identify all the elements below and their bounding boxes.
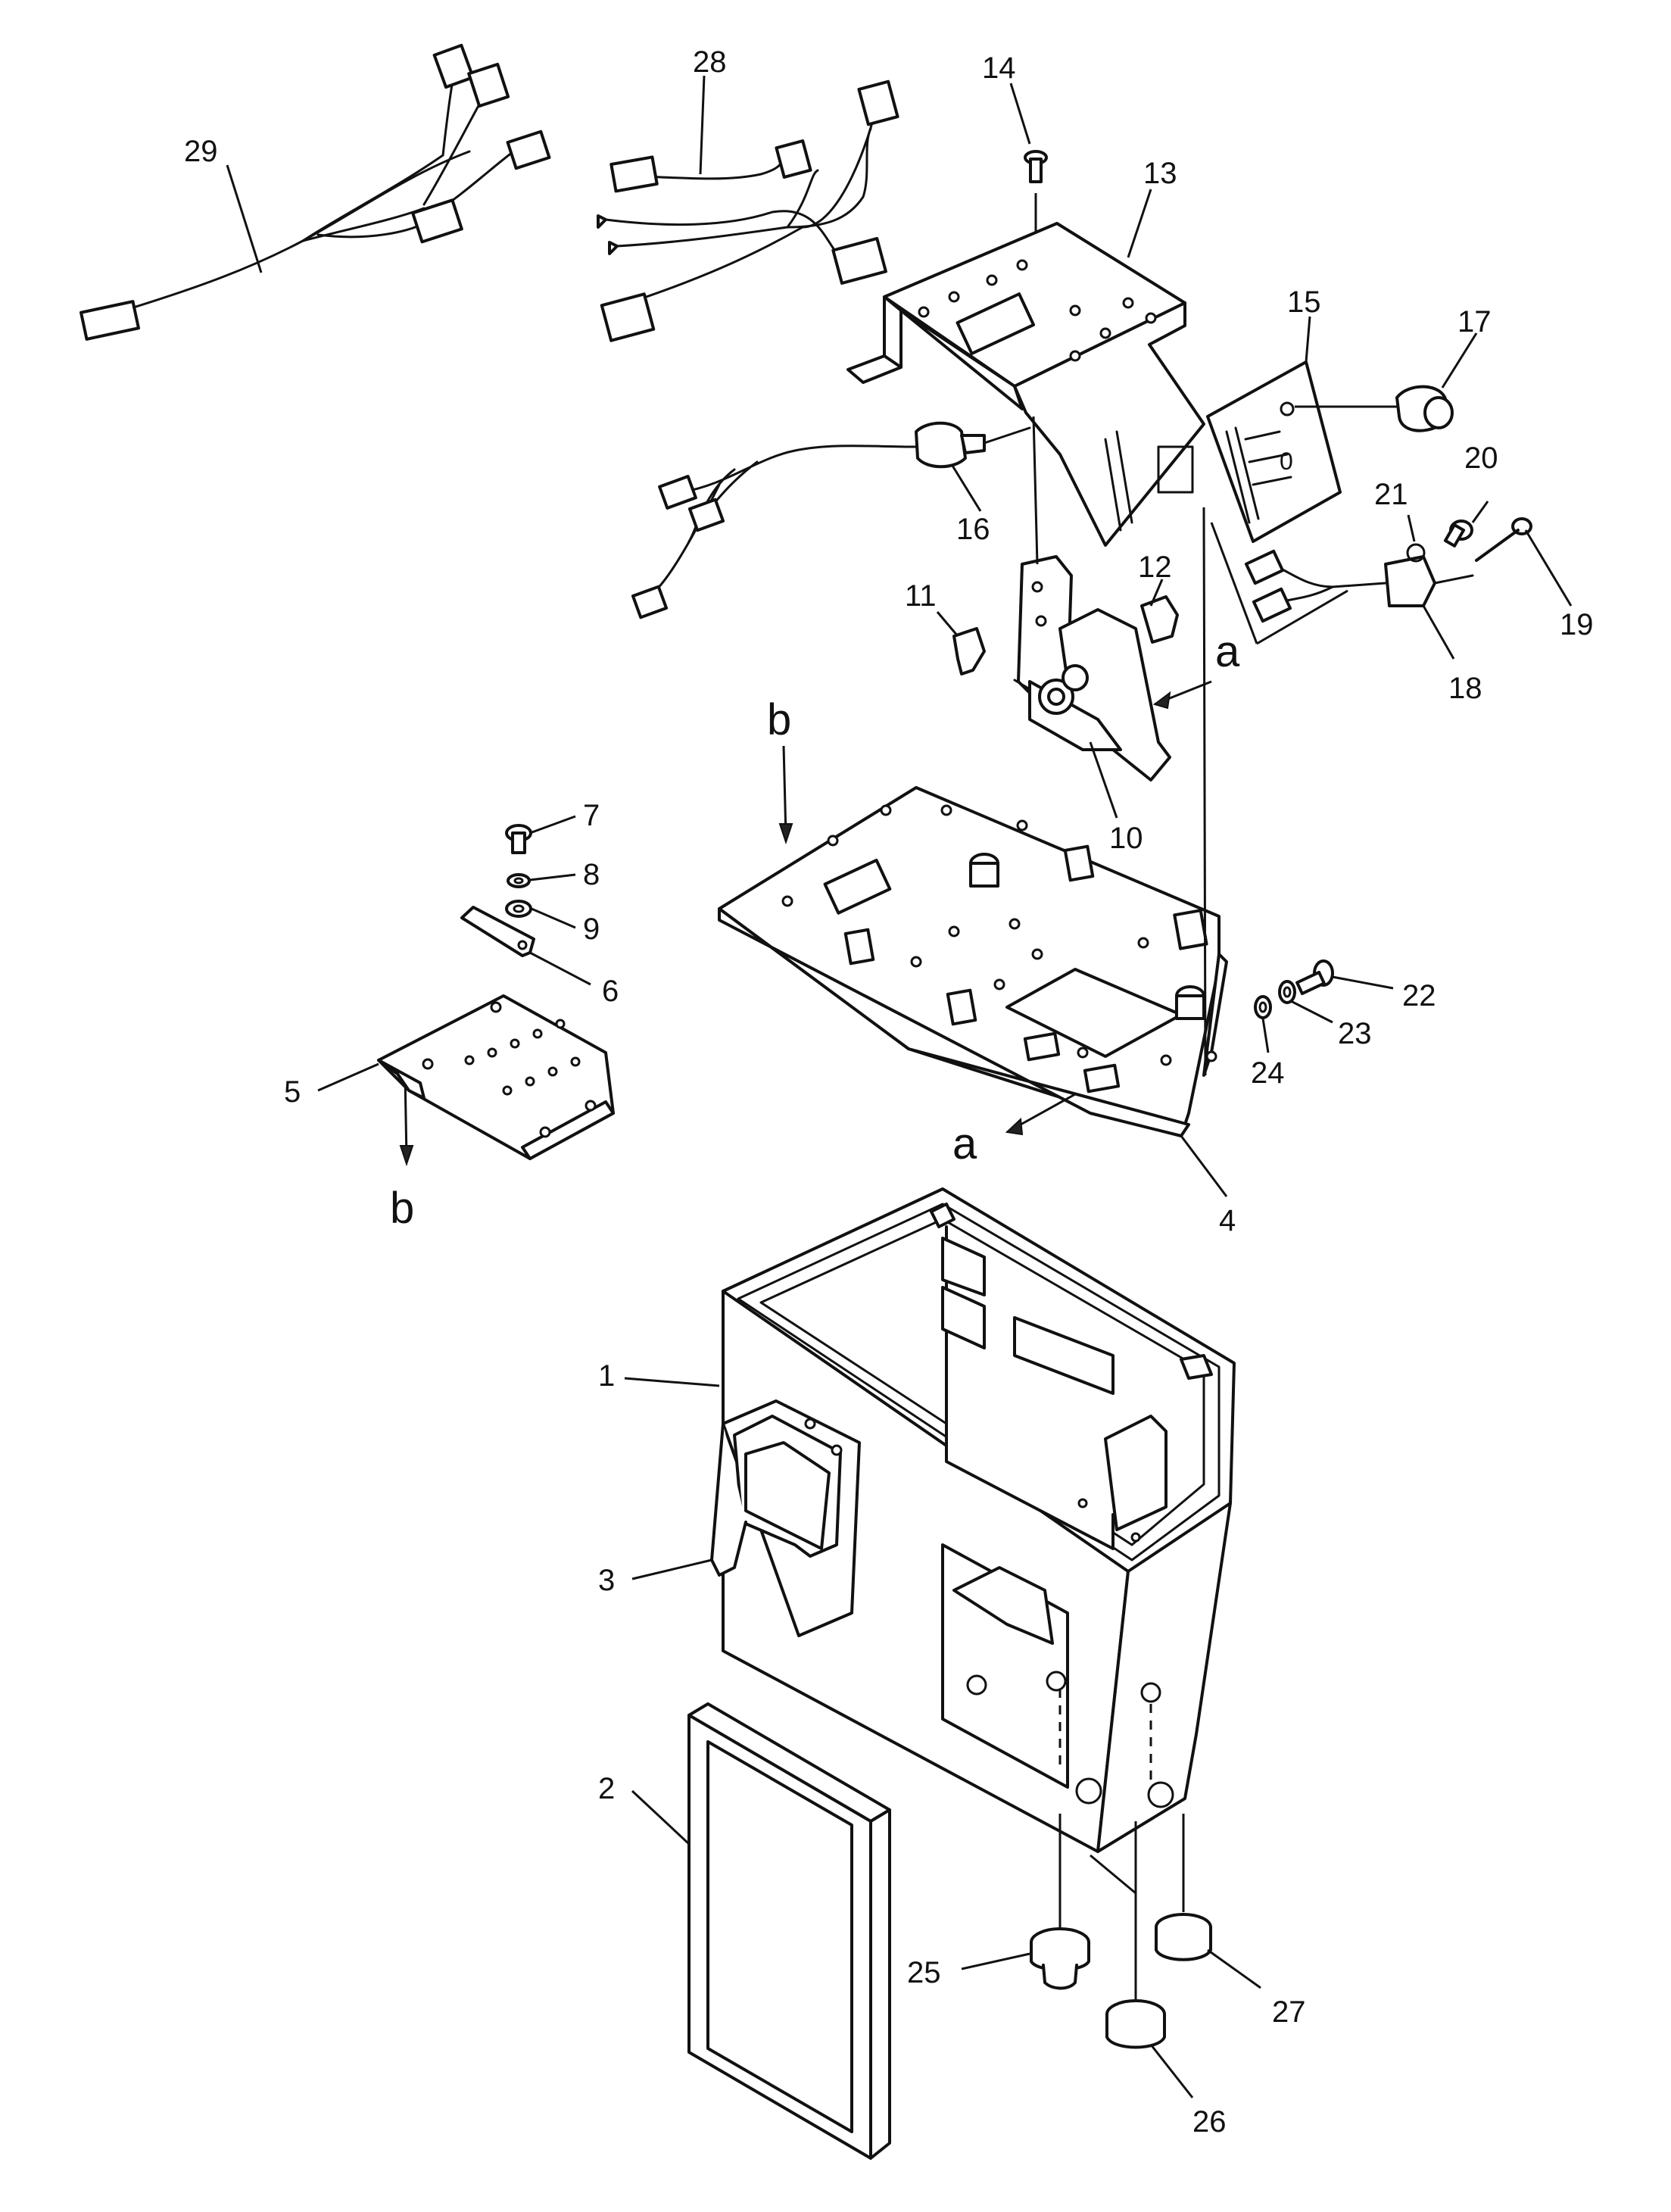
callout-16: 16 bbox=[956, 513, 990, 546]
callout-6: 6 bbox=[602, 975, 619, 1008]
bracket-plate-5 bbox=[317, 994, 615, 1160]
ring-21 bbox=[1406, 514, 1426, 563]
callout-3: 3 bbox=[598, 1564, 615, 1597]
switch-18 bbox=[1244, 549, 1474, 660]
callout-20: 20 bbox=[1464, 441, 1498, 475]
callout-18: 18 bbox=[1448, 672, 1482, 705]
callout-8: 8 bbox=[583, 858, 600, 891]
callout-15: 15 bbox=[1287, 285, 1321, 319]
washer-23 bbox=[1278, 980, 1333, 1024]
arrow-b-upper bbox=[778, 745, 793, 845]
bolt-20 bbox=[1443, 501, 1489, 548]
cable-switch-16 bbox=[631, 421, 1031, 619]
callout-1: 1 bbox=[598, 1359, 615, 1393]
grommet-25 bbox=[961, 1814, 1090, 1990]
arrow-a-lower bbox=[1005, 1093, 1076, 1136]
callout-5: 5 bbox=[284, 1075, 301, 1109]
view-label-b-lower: b bbox=[390, 1184, 414, 1233]
callout-22: 22 bbox=[1402, 979, 1436, 1012]
callout-19: 19 bbox=[1560, 608, 1594, 641]
base-plate-4 bbox=[718, 786, 1228, 1197]
callout-14: 14 bbox=[982, 51, 1016, 85]
bolt-22 bbox=[1295, 959, 1394, 996]
bolt-19 bbox=[1475, 517, 1573, 607]
strap-6 bbox=[460, 906, 591, 986]
upper-bracket-13 bbox=[846, 222, 1205, 547]
callout-21: 21 bbox=[1374, 478, 1408, 511]
callout-23: 23 bbox=[1338, 1017, 1372, 1050]
grommet-27 bbox=[1155, 1814, 1261, 1989]
callout-17: 17 bbox=[1457, 305, 1492, 339]
knob-17 bbox=[1295, 385, 1454, 432]
callout-26: 26 bbox=[1192, 2105, 1227, 2139]
washer-24 bbox=[1254, 995, 1272, 1053]
callout-12: 12 bbox=[1138, 551, 1172, 584]
lever-mechanism-10 bbox=[1013, 555, 1171, 819]
wiring-harness-28 bbox=[597, 80, 899, 342]
callout-10: 10 bbox=[1109, 822, 1143, 855]
part-12 bbox=[1140, 579, 1179, 644]
view-label-a-lower: a bbox=[952, 1119, 977, 1168]
wiring-harness-29 bbox=[79, 43, 551, 341]
callout-24: 24 bbox=[1251, 1056, 1285, 1090]
callout-7: 7 bbox=[583, 799, 600, 832]
callout-2: 2 bbox=[598, 1772, 615, 1805]
arrow-b-lower bbox=[399, 1075, 414, 1167]
screw-7 bbox=[505, 815, 576, 854]
arrow-a-upper bbox=[1152, 680, 1212, 710]
washer-8 bbox=[507, 873, 576, 888]
view-label-a-upper: a bbox=[1215, 627, 1240, 676]
frame-2 bbox=[631, 1702, 891, 2160]
callout-25: 25 bbox=[907, 1956, 941, 1989]
washer-9 bbox=[505, 900, 576, 929]
callout-11: 11 bbox=[905, 579, 937, 613]
callout-9: 9 bbox=[583, 913, 600, 946]
pocket-3 bbox=[631, 1399, 861, 1637]
callout-29: 29 bbox=[184, 135, 218, 168]
svg-text:0: 0 bbox=[1280, 448, 1293, 475]
callout-4: 4 bbox=[1219, 1204, 1236, 1237]
grommet-26 bbox=[1105, 1821, 1194, 2098]
console-box-1 bbox=[624, 1187, 1236, 1853]
callout-27: 27 bbox=[1272, 1995, 1306, 2029]
callout-13: 13 bbox=[1143, 157, 1177, 190]
clip-11 bbox=[936, 611, 986, 675]
callout-28: 28 bbox=[693, 45, 727, 79]
view-label-b-upper: b bbox=[767, 695, 791, 744]
